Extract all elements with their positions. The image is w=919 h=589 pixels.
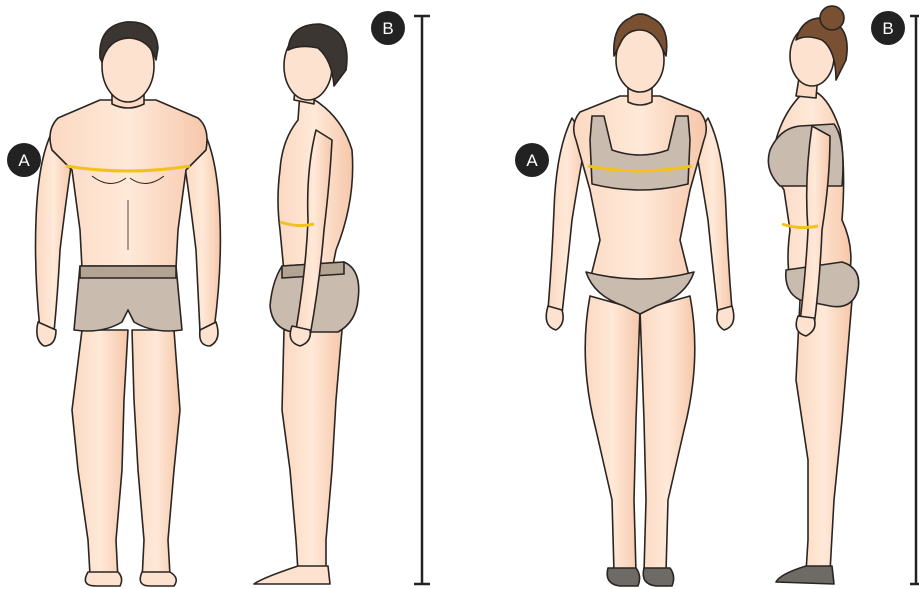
- male-chest-marker-label: A: [18, 151, 30, 170]
- female-bust-marker: A: [515, 143, 549, 177]
- male-front-figure: [36, 22, 221, 586]
- male-height-scale-bar: [414, 16, 430, 584]
- male-height-marker-label: B: [382, 19, 393, 38]
- female-height-marker-label: B: [882, 19, 893, 38]
- female-bust-marker-label: A: [526, 151, 538, 170]
- female-side-figure: [768, 6, 858, 584]
- male-height-marker: B: [371, 11, 405, 45]
- female-height-marker: B: [871, 11, 905, 45]
- female-height-scale-bar: [910, 16, 919, 584]
- male-side-figure: [254, 24, 359, 584]
- female-front-figure: [546, 14, 734, 586]
- male-chest-marker: A: [7, 143, 41, 177]
